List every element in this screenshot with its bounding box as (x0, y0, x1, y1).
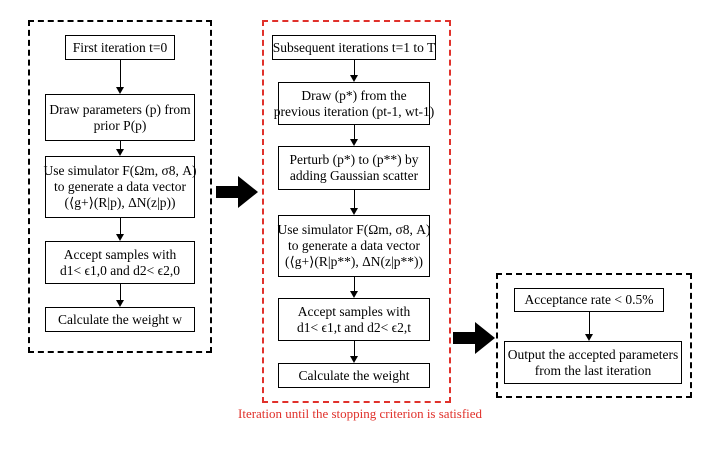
draw-previous-line-1: Draw (p*) from the (301, 87, 407, 103)
calculate-weight-box-1: Calculate the weight w (45, 307, 195, 332)
acceptance-rate-box: Acceptance rate < 0.5% (514, 288, 664, 312)
arrow-p1-b (120, 141, 122, 149)
arrow-p1-d (120, 284, 122, 300)
subsequent-title: Subsequent iterations t=1 to T (272, 39, 436, 55)
draw-prior-line-2: prior P(p) (93, 117, 147, 133)
draw-prior-box: Draw parameters (p) from prior P(p) (45, 94, 195, 141)
simulator-2-line-1: Use simulator F(Ωm, σ8, A) (277, 222, 431, 237)
arrow-p2-c (354, 190, 356, 208)
arrowhead-p2-d (350, 291, 358, 298)
simulator-2-line-2: to generate a data vector (288, 238, 420, 253)
big-arrow-right-2 (453, 322, 495, 354)
perturb-box: Perturb (p*) to (p**) by adding Gaussian… (278, 146, 430, 190)
final-panel (496, 273, 692, 398)
accept-samples-box-1: Accept samples with d1< ϵ1,0 and d2< ϵ2,… (45, 241, 195, 284)
arrow-p2-b (354, 125, 356, 139)
arrow-p3-a (589, 312, 591, 334)
accept-2-line-2: d1< ϵ1,t and d2< ϵ2,t (297, 319, 411, 335)
big-arrow-right-1 (216, 176, 258, 208)
arrowhead-p2-c (350, 208, 358, 215)
calculate-weight-box-2: Calculate the weight (278, 363, 430, 388)
accept-2-line-1: Accept samples with (297, 303, 411, 319)
simulator-box-1: Use simulator F(Ωm, σ8, A) to generate a… (43, 156, 197, 218)
draw-previous-box: Draw (p*) from the previous iteration (p… (274, 82, 434, 125)
simulator-1-line-1: Use simulator F(Ωm, σ8, A) (43, 163, 197, 178)
output-parameters-box: Output the accepted parameters from the … (504, 341, 682, 384)
perturb-line-1: Perturb (p*) to (p**) by (289, 152, 419, 167)
simulator-box-2: Use simulator F(Ωm, σ8, A) to generate a… (277, 215, 431, 277)
calculate-weight-2: Calculate the weight (298, 367, 410, 383)
output-line-2: from the last iteration (534, 362, 652, 378)
perturb-line-2: adding Gaussian scatter (289, 168, 419, 183)
simulator-1-line-2: to generate a data vector (54, 179, 186, 194)
arrowhead-p2-e (350, 356, 358, 363)
arrowhead-p1-a (116, 87, 124, 94)
arrowhead-p2-a (350, 75, 358, 82)
arrow-p2-a (354, 60, 356, 75)
calculate-weight-1: Calculate the weight w (57, 311, 183, 327)
arrowhead-p1-d (116, 300, 124, 307)
subsequent-title-box: Subsequent iterations t=1 to T (272, 35, 436, 60)
simulator-2-line-3: (⟨g+⟩(R|p**), ΔN(z|p**)) (285, 254, 423, 269)
accept-1-line-1: Accept samples with (63, 246, 177, 262)
simulator-1-line-3: (⟨g+⟩(R|p), ΔN(z|p)) (64, 195, 176, 210)
output-line-1: Output the accepted parameters (507, 346, 679, 362)
arrow-p1-a (120, 60, 122, 87)
draw-prior-line-1: Draw parameters (p) from (49, 101, 191, 117)
accept-samples-box-2: Accept samples with d1< ϵ1,t and d2< ϵ2,… (278, 298, 430, 341)
acceptance-rate: Acceptance rate < 0.5% (524, 292, 654, 307)
arrow-p2-d (354, 277, 356, 291)
arrowhead-p3-a (585, 334, 593, 341)
first-iteration-title: First iteration t=0 (72, 39, 168, 55)
arrowhead-p1-c (116, 234, 124, 241)
arrowhead-p1-b (116, 149, 124, 156)
first-iteration-title-box: First iteration t=0 (65, 35, 175, 60)
arrowhead-p2-b (350, 139, 358, 146)
accept-1-line-2: d1< ϵ1,0 and d2< ϵ2,0 (60, 262, 180, 278)
iteration-caption: Iteration until the stopping criterion i… (238, 406, 483, 421)
arrow-p2-e (354, 341, 356, 356)
subsequent-iterations-panel (262, 20, 451, 403)
draw-previous-line-2: previous iteration (pt-1, wt-1) (273, 103, 435, 119)
arrow-p1-c (120, 218, 122, 234)
first-iteration-panel (28, 20, 212, 353)
